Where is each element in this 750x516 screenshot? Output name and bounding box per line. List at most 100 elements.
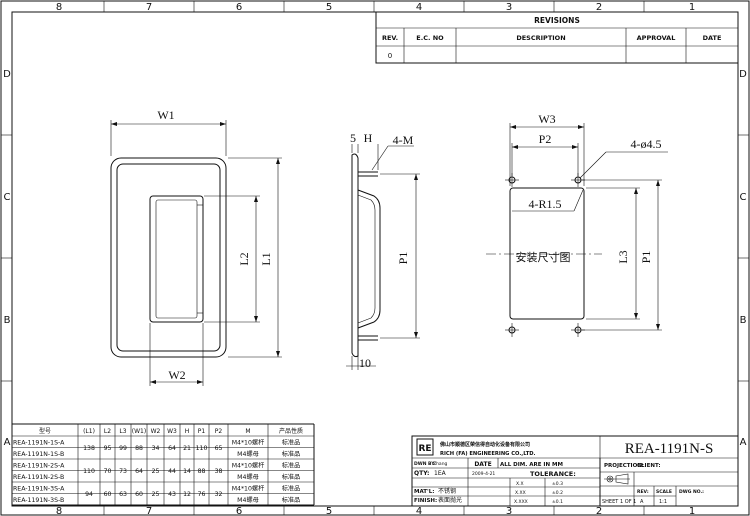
front-view: W1 L2 L1 W2	[110, 108, 282, 386]
zone-col-bottom: 6	[236, 506, 242, 516]
dimension-value: 110	[196, 445, 208, 452]
zone-col-bottom: 7	[146, 506, 152, 516]
dimension-value: 95	[104, 445, 112, 452]
l1-label: L1	[259, 252, 273, 265]
tol-xx: X.X	[516, 481, 524, 487]
thread-spec: M4螺母	[237, 496, 259, 504]
zone-row-right: D	[739, 69, 747, 80]
dwg-no-label: DWG NO.:	[679, 489, 704, 495]
drawn-by: Zhang	[433, 461, 448, 467]
approval-header: APPROVAL	[637, 34, 676, 42]
model-number: REA-1191N-3S-B	[13, 497, 64, 504]
dimension-value: 110	[83, 468, 95, 475]
rev-header: REV.	[382, 34, 398, 42]
qty-value: 1EA	[434, 470, 447, 477]
zone-col-top: 7	[146, 2, 152, 13]
zone-row-right: B	[740, 315, 747, 326]
model-number: REA-1191N-2S-A	[13, 463, 65, 470]
rev-value: 0	[388, 52, 392, 60]
zone-row-left: D	[3, 69, 11, 80]
thread-spec: M4螺母	[237, 450, 259, 458]
dimension-value: 99	[119, 445, 127, 452]
qty-label: QTY:	[414, 470, 429, 477]
rev-label: REV:	[637, 489, 649, 495]
spec-header: L3	[119, 428, 126, 435]
product-type: 标准品	[282, 485, 301, 493]
date-header: DATE	[703, 34, 722, 42]
client-label: CLIENT:	[637, 463, 661, 469]
p1-cutout-label: P1	[639, 251, 653, 264]
spec-header: M	[245, 428, 250, 435]
dimension-value: 25	[152, 468, 160, 475]
spec-header: H	[185, 428, 190, 435]
depth-label: 10	[359, 356, 371, 370]
dimension-value: 73	[119, 468, 127, 475]
spec-header: P1	[198, 428, 206, 435]
p2-label: P2	[539, 132, 552, 146]
finish-value: 表面抛光	[438, 496, 462, 504]
zone-col-bottom: 1	[689, 506, 695, 516]
zone-col-top: 1	[689, 2, 695, 13]
spec-header: (W1)	[132, 428, 146, 435]
zone-col-bottom: 8	[56, 506, 62, 516]
tol-xx-val: ±0.3	[552, 481, 563, 487]
zone-col-top: 3	[506, 2, 512, 13]
zone-row-left: B	[4, 315, 11, 326]
zone-col-bottom: 5	[326, 506, 332, 516]
thread-label: 4-M	[393, 133, 414, 147]
zone-row-left: C	[4, 192, 11, 203]
material-value: 不锈钢	[438, 487, 456, 495]
dimension-value: 70	[104, 468, 112, 475]
dimension-value: 65	[215, 445, 223, 452]
tol-xxxx: X.XXX	[514, 499, 528, 505]
zone-col-top: 5	[326, 2, 332, 13]
thread-spec: M4*10螺杆	[232, 485, 265, 493]
thread-spec: M4螺母	[237, 473, 259, 481]
company-name-en: RICH (FA) ENGINEERING CO.,LTD.	[440, 451, 536, 457]
zone-col-top: 2	[596, 2, 602, 13]
dimension-value: 63	[119, 491, 127, 498]
product-type: 标准品	[282, 450, 301, 458]
scale-value: 1:1	[659, 499, 667, 505]
projection-symbol-icon	[604, 473, 630, 485]
spec-header: L2	[104, 428, 111, 435]
spec-header: W3	[167, 428, 177, 435]
zone-col-top: 4	[416, 2, 422, 13]
inner-frame	[11, 11, 739, 507]
revisions-title: REVISIONS	[534, 16, 580, 25]
zone-row-left: A	[4, 437, 11, 448]
scale-label: SCALE	[656, 489, 672, 495]
side-view: 5 H 4-M P1 10	[346, 131, 420, 370]
revisions-table: REVISIONS REV. E.C. NO DESCRIPTION APPRO…	[375, 11, 739, 64]
dimension-value: 21	[183, 445, 191, 452]
dimension-value: 38	[215, 468, 223, 475]
rev-value: A	[640, 499, 644, 505]
product-type: 标准品	[282, 496, 301, 504]
part-number: REA-1191N-S	[625, 441, 714, 457]
zone-col-bottom: 2	[596, 506, 602, 516]
dimension-value: 64	[135, 468, 143, 475]
dimension-value: 60	[135, 491, 143, 498]
tol-xxxx-val: ±0.1	[552, 499, 563, 505]
spec-header: P2	[215, 428, 223, 435]
w3-label: W3	[538, 112, 555, 126]
date-label: DATE	[474, 461, 491, 468]
cutout-caption: 安装尺寸图	[516, 250, 571, 264]
model-number: REA-1191N-1S-A	[13, 440, 65, 447]
radius-callout: 4-R1.5	[529, 197, 562, 211]
material-label: MAT'L:	[414, 489, 434, 495]
thickness-label: 5	[350, 131, 356, 145]
description-header: DESCRIPTION	[516, 34, 565, 42]
dimension-value: 138	[83, 445, 95, 452]
l2-label: L2	[237, 252, 251, 265]
zone-col-bottom: 4	[416, 506, 422, 516]
title-block: RE 佛山市顺德区荣信得自动化设备有限公司 RICH (FA) ENGINEER…	[411, 435, 739, 507]
dimension-value: 94	[85, 491, 93, 498]
p1-side-label: P1	[396, 252, 410, 265]
product-type: 标准品	[282, 473, 301, 481]
spec-header: 型号	[39, 427, 51, 435]
cutout-view: W3 P2 4-ø4.5 4-R1.5 安装尺寸图 L3 P1	[486, 112, 668, 337]
